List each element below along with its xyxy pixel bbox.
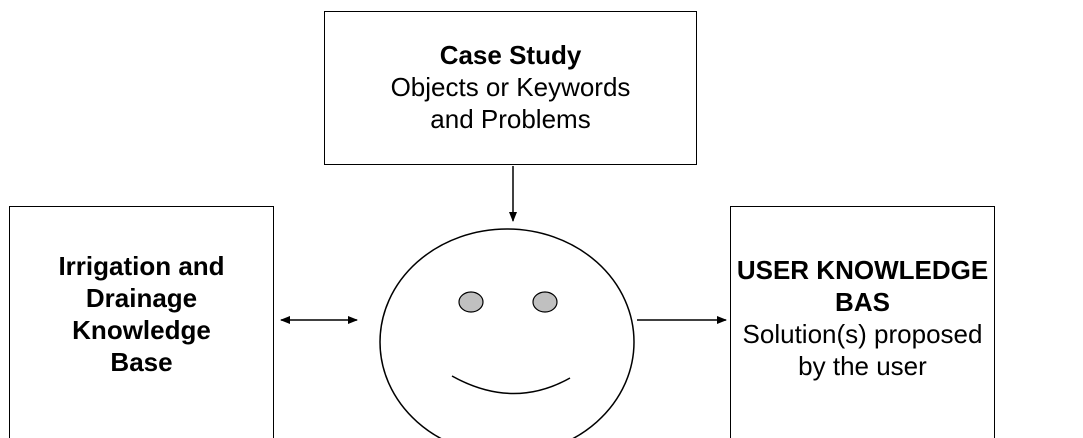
case-study-title: Case Study xyxy=(439,40,582,70)
user-face-icon xyxy=(379,228,635,438)
user-knowledge-title: USER KNOWLEDGE BAS xyxy=(736,255,989,317)
right-eye xyxy=(532,291,558,313)
smile-mouth xyxy=(451,375,571,395)
knowledge-base-title: Irrigation and Drainage Knowledge Base xyxy=(58,251,225,377)
case-study-body: Objects or Keywords and Problems xyxy=(390,72,631,134)
user-knowledge-body: Solution(s) proposed by the user xyxy=(742,319,983,381)
left-eye xyxy=(458,291,484,313)
face-outline xyxy=(379,228,635,438)
user-knowledge-box: USER KNOWLEDGE BAS Solution(s) proposed … xyxy=(730,206,995,438)
knowledge-base-box: Irrigation and Drainage Knowledge Base xyxy=(9,206,274,438)
case-study-box: Case Study Objects or Keywords and Probl… xyxy=(324,11,697,165)
